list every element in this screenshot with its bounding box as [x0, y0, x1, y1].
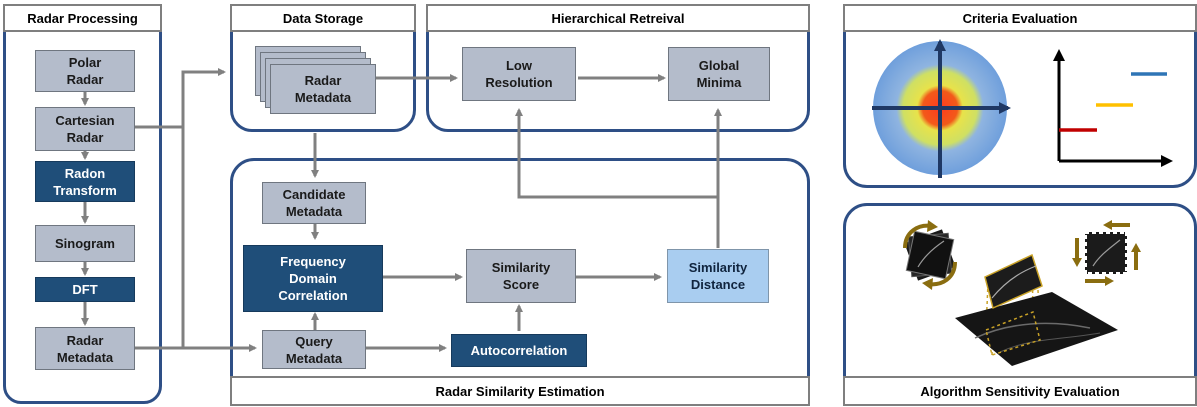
data-storage-header: Data Storage [230, 4, 416, 32]
similarity-distance-node: Similarity Distance [667, 249, 769, 303]
polar-radar-node: Polar Radar [35, 50, 135, 92]
radar-metadata-storage-node: Radar Metadata [270, 64, 376, 114]
cartesian-radar-node: Cartesian Radar [35, 107, 135, 151]
radar-metadata-left-node: Radar Metadata [35, 327, 135, 370]
rotated-radar-stack [904, 229, 956, 281]
arrow-feedback-to-lowres [515, 108, 718, 199]
autocorrelation-node: Autocorrelation [451, 334, 587, 367]
similarity-score-node: Similarity Score [466, 249, 576, 303]
dft-node: DFT [35, 277, 135, 302]
translated-radar-square [1083, 230, 1129, 276]
arrow-cartesian-to-storage [135, 68, 226, 129]
global-minima-node: Global Minima [668, 47, 770, 101]
criteria-evaluation-header: Criteria Evaluation [843, 4, 1197, 32]
algorithm-sensitivity-evaluation-header: Algorithm Sensitivity Evaluation [843, 376, 1197, 406]
radar-processing-header: Radar Processing [3, 4, 162, 32]
sinogram-node: Sinogram [35, 225, 135, 262]
floating-radar-patch [984, 253, 1043, 310]
frequency-domain-correlation-node: Frequency Domain Correlation [243, 245, 383, 312]
radon-transform-node: Radon Transform [35, 161, 135, 202]
query-metadata-node: Query Metadata [262, 330, 366, 369]
radar-similarity-estimation-header: Radar Similarity Estimation [230, 376, 810, 406]
hierarchical-retrieval-header: Hierarchical Retreival [426, 4, 810, 32]
candidate-metadata-node: Candidate Metadata [262, 182, 366, 224]
low-resolution-node: Low Resolution [462, 47, 576, 101]
